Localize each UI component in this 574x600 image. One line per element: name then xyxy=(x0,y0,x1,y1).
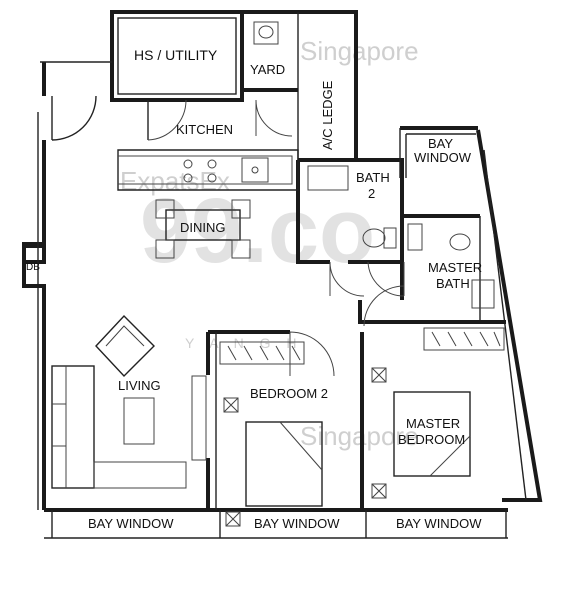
tv-console xyxy=(191,375,207,461)
label-dining: DINING xyxy=(180,220,226,235)
label-master-bath-2: BATH xyxy=(436,276,470,291)
bedroom2-door xyxy=(289,331,335,377)
bath2-door xyxy=(329,261,365,297)
toilet-icon xyxy=(253,21,279,45)
basin-icon-master xyxy=(471,279,495,309)
label-bath2-2: 2 xyxy=(368,186,375,201)
lamp-icon xyxy=(223,367,387,527)
label-bay-window-top-2: WINDOW xyxy=(414,150,472,165)
wardrobes xyxy=(219,327,505,365)
label-hs-utility: HS / UTILITY xyxy=(134,47,218,63)
bed-bedroom2 xyxy=(245,421,323,507)
watermark-text-2: ExpatsEx xyxy=(120,166,230,196)
label-db: DB xyxy=(26,262,40,273)
label-living: LIVING xyxy=(118,378,161,393)
label-bay-window-2: BAY WINDOW xyxy=(254,516,340,531)
entrance-door xyxy=(51,95,97,141)
toilet-icon-bath2 xyxy=(362,228,386,248)
hs-utility-inner xyxy=(117,17,237,95)
label-kitchen: KITCHEN xyxy=(176,122,233,137)
label-bedroom2: BEDROOM 2 xyxy=(250,386,328,401)
room-labels: HS / UTILITY YARD A/C LEDGE KITCHEN DINI… xyxy=(26,47,482,531)
watermark-text-1: Singapore xyxy=(300,36,419,66)
watermark-text-3: Y A N G H xyxy=(185,335,303,351)
label-bay-window-3: BAY WINDOW xyxy=(396,516,482,531)
bathroom-fixtures xyxy=(253,21,495,309)
watermark-logo: 99.co xyxy=(140,180,375,282)
hs-utility-wall xyxy=(110,10,244,102)
watermark: 99.co Singapore ExpatsEx Y A N G H Singa… xyxy=(120,36,419,451)
doors xyxy=(51,95,405,377)
label-yard: YARD xyxy=(250,62,285,77)
kitchen-fixtures xyxy=(117,149,299,191)
master-bedroom-door xyxy=(363,285,405,327)
label-master-bedroom-1: MASTER xyxy=(406,416,460,431)
watermark-text-4: Singapore xyxy=(300,421,419,451)
coffee-table xyxy=(123,397,155,445)
wardrobe-bedroom2 xyxy=(219,341,305,365)
sofa xyxy=(51,365,95,489)
bed-master xyxy=(393,391,471,477)
label-master-bedroom-2: BEDROOM xyxy=(398,432,465,447)
kitchen-counter xyxy=(117,149,299,191)
label-ac-ledge: A/C LEDGE xyxy=(320,80,335,150)
living-furniture xyxy=(51,314,207,489)
armchair xyxy=(95,314,155,378)
sink-icon xyxy=(241,157,269,183)
label-bath2-1: BATH xyxy=(356,170,390,185)
vanity-icon xyxy=(307,165,349,191)
walls xyxy=(22,10,543,539)
label-master-bath-1: MASTER xyxy=(428,260,482,275)
master-bath-door xyxy=(367,261,405,297)
beds xyxy=(223,367,471,527)
dining-table xyxy=(155,199,251,259)
toilet-icon-master xyxy=(449,233,471,251)
yard-door xyxy=(255,99,293,137)
wardrobe-master xyxy=(423,327,505,351)
label-bay-window-1: BAY WINDOW xyxy=(88,516,174,531)
label-bay-window-top-1: BAY xyxy=(428,136,453,151)
